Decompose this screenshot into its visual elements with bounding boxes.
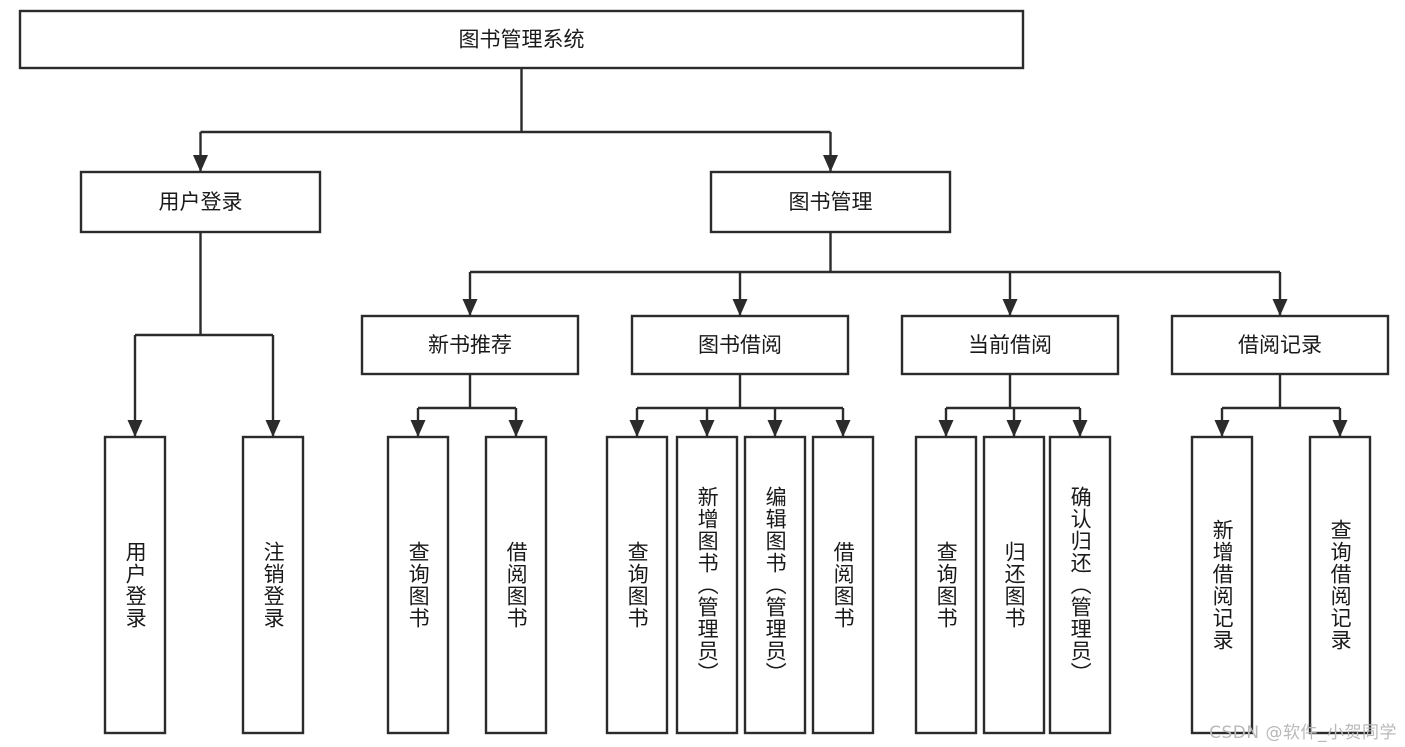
level2-node-1-label: 图书管理 — [789, 190, 873, 214]
level3-node-3[interactable] — [1170, 314, 1390, 376]
level3-node-0[interactable] — [360, 314, 580, 376]
leaf-node-4[interactable] — [605, 435, 669, 735]
leaf-node-7[interactable] — [811, 435, 875, 735]
leaf-node-9[interactable] — [982, 435, 1046, 735]
level3-node-3-label: 借阅记录 — [1238, 333, 1322, 357]
arrow-head-icon — [462, 299, 478, 316]
leaf-node-6[interactable] — [743, 435, 807, 735]
arrow-head-icon — [1002, 299, 1018, 316]
arrow-head-icon — [410, 420, 426, 437]
level2-node-0[interactable] — [79, 170, 322, 234]
root-node-node-图书管理系统-label: 图书管理系统 — [459, 28, 585, 52]
leaf-node-12[interactable] — [1308, 435, 1372, 735]
arrow-head-icon — [265, 420, 281, 437]
arrow-head-icon — [1272, 299, 1288, 316]
arrow-head-icon — [732, 299, 748, 316]
leaf-node-1[interactable] — [241, 435, 305, 735]
leaf-node-8[interactable] — [914, 435, 978, 735]
level2-node-1[interactable] — [709, 170, 952, 234]
arrow-head-icon — [508, 420, 524, 437]
level3-node-2-label: 当前借阅 — [968, 333, 1052, 357]
arrow-head-icon — [938, 420, 954, 437]
arrow-head-icon — [1006, 420, 1022, 437]
watermark-text: CSDN @软件_小贺同学 — [1209, 723, 1397, 743]
leaf-node-5[interactable] — [675, 435, 739, 735]
leaf-node-11[interactable] — [1190, 435, 1254, 735]
arrow-head-icon — [699, 420, 715, 437]
level2-node-0-label: 用户登录 — [159, 190, 243, 214]
arrow-head-icon — [127, 420, 143, 437]
root-node-node-图书管理系统[interactable] — [18, 9, 1025, 70]
arrow-head-icon — [767, 420, 783, 437]
arrow-head-icon — [1072, 420, 1088, 437]
level3-node-1-label: 图书借阅 — [698, 333, 782, 357]
arrow-head-icon — [835, 420, 851, 437]
boxes-layer — [18, 9, 1390, 735]
arrow-head-icon — [629, 420, 645, 437]
edges-layer — [127, 68, 1348, 437]
leaf-node-3[interactable] — [484, 435, 548, 735]
arrow-head-icon — [823, 155, 838, 172]
level3-node-0-label: 新书推荐 — [428, 333, 512, 357]
arrow-head-icon — [1332, 420, 1348, 437]
arrow-head-icon — [193, 155, 208, 172]
leaf-node-10[interactable] — [1048, 435, 1112, 735]
arrow-head-icon — [1214, 420, 1230, 437]
level3-node-2[interactable] — [900, 314, 1120, 376]
leaf-node-2[interactable] — [386, 435, 450, 735]
level3-node-1[interactable] — [630, 314, 850, 376]
leaf-node-0[interactable] — [103, 435, 167, 735]
